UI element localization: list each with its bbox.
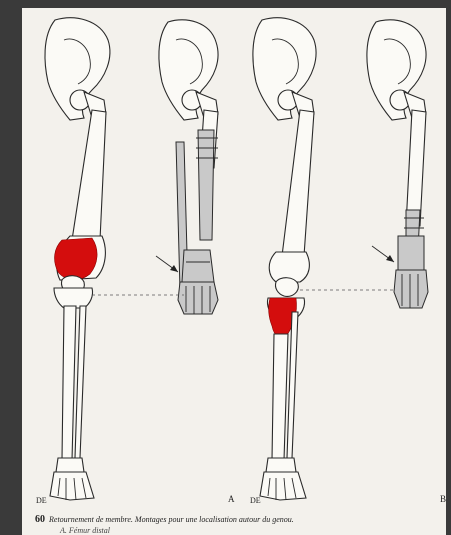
scale-mark-left: DE <box>36 496 47 505</box>
tumor-distal-femur <box>55 238 98 280</box>
leg-1-full <box>45 18 110 500</box>
caption-line-2: A. Fémur distal <box>60 526 110 535</box>
leg-3-full <box>253 18 316 500</box>
leg-2-reconstructed <box>156 20 218 314</box>
panel-label-b: B <box>440 494 446 504</box>
panel-label-a: A <box>228 494 235 504</box>
scale-mark-right: DE <box>250 496 261 505</box>
prosthesis-knee-b <box>398 236 424 270</box>
prosthesis-knee <box>182 250 214 282</box>
leg-4-reconstructed <box>367 20 428 308</box>
arrow-icon-b <box>386 255 394 262</box>
figure-number: 60 <box>35 514 45 525</box>
prosthesis-stem <box>198 130 214 240</box>
figure-caption: 60 Retournement de membre. Montages pour … <box>35 514 445 525</box>
caption-text: Retournement de membre. Montages pour un… <box>49 515 294 524</box>
arrow-icon <box>170 265 178 272</box>
